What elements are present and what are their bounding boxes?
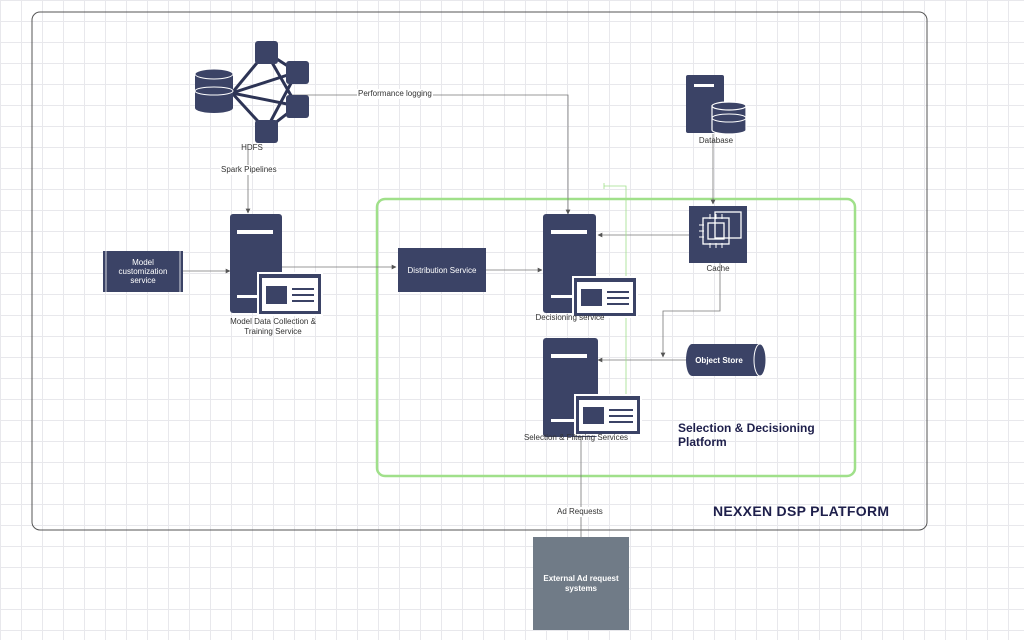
server-icon [230, 214, 323, 316]
selection-filtering-label: Selection & Filtering Services [523, 433, 629, 442]
distribution-service-label: Distribution Service [407, 265, 477, 275]
inner-platform-title: Selection & Decisioning Platform [678, 421, 815, 449]
decisioning-service-label: Decisioning service [535, 313, 605, 322]
database-label: Database [698, 136, 734, 145]
edge-cache-to-object-store [660, 263, 721, 358]
database-icon [686, 75, 747, 135]
model-customization-box [103, 251, 183, 292]
server-icon [543, 214, 638, 318]
external-ad-request-label: External Ad request systems [543, 573, 619, 593]
edge-performance-logging [292, 94, 571, 215]
edge-label-spark-pipelines: Spark Pipelines [220, 165, 278, 175]
outer-platform-container [31, 11, 928, 531]
external-ad-request-box [533, 537, 629, 630]
edge-label-performance-logging: Performance logging [357, 89, 433, 99]
server-icon [543, 338, 642, 437]
selection-decisioning-container [375, 197, 857, 478]
model-customization-label: Model customization service [118, 258, 168, 285]
hdfs-cluster-icon [194, 41, 309, 143]
chip-icon [689, 206, 747, 263]
cache-label: Cache [706, 264, 730, 273]
distribution-service-box [398, 248, 486, 292]
outer-platform-title: NEXXEN DSP PLATFORM [713, 503, 890, 519]
model-training-label: Model Data Collection & Training Service [230, 317, 316, 336]
hdfs-label: HDFS [241, 143, 263, 152]
edge-feedback-green [604, 185, 627, 400]
cylinder-icon [686, 343, 767, 377]
object-store-label: Object Store [695, 355, 743, 365]
edge-label-ad-requests: Ad Requests [556, 507, 604, 517]
